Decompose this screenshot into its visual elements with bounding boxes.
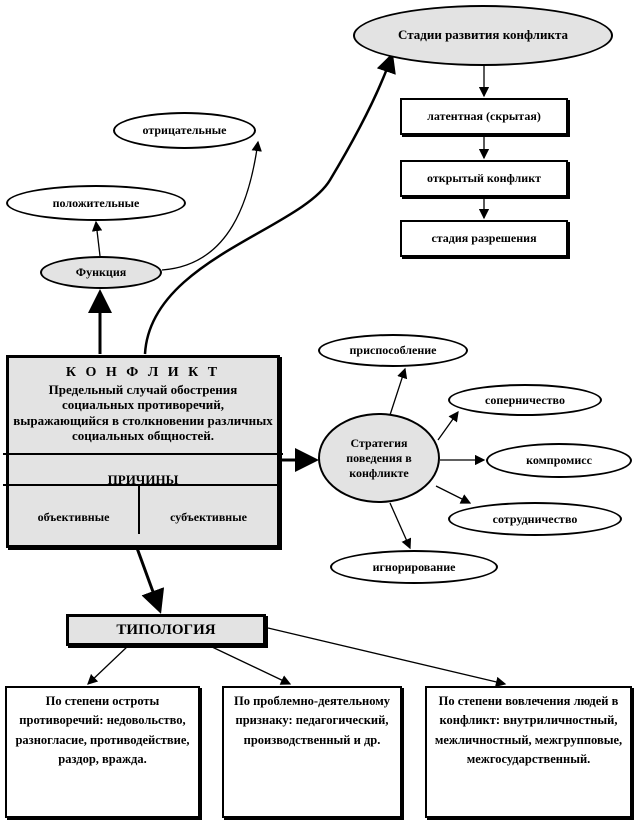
strategy-competition: соперничество: [448, 384, 602, 416]
stage-open: открытый конфликт: [400, 160, 568, 197]
divider: [138, 484, 140, 534]
function-node: Функция: [40, 256, 162, 289]
conflict-box: К О Н Ф Л И К Т Предельный случай обостр…: [3, 355, 283, 548]
conflict-title: К О Н Ф Л И К Т: [65, 365, 221, 380]
divider: [3, 453, 283, 455]
typology-activity: По проблемно-деятельному признаку: педаг…: [222, 686, 402, 818]
stage-resolution: стадия разрешения: [400, 220, 568, 257]
typology-acuteness: По степени остроты противоречий: недовол…: [5, 686, 200, 818]
strategy-accommodation: приспособление: [318, 334, 468, 367]
divider: [3, 484, 277, 486]
typology-title: ТИПОЛОГИЯ: [66, 614, 266, 646]
cause-objective: объективные: [37, 510, 110, 524]
typology-involvement: По степени вовлечения людей в конфликт: …: [425, 686, 632, 818]
strategy-avoidance: игнорирование: [330, 550, 498, 584]
stage-latent: латентная (скрытая): [400, 98, 568, 135]
strategy-compromise: компромисс: [486, 443, 632, 478]
strategy-cooperation: сотрудничество: [448, 502, 622, 536]
stages-title-node: Стадии развития конфликта: [353, 5, 613, 66]
causes-title: ПРИЧИНЫ: [107, 472, 179, 487]
conflict-definition: Предельный случай обострения социальных …: [13, 381, 273, 444]
function-positive: положительные: [6, 185, 186, 221]
function-negative: отрицательные: [113, 112, 256, 149]
cause-subjective: субъективные: [170, 510, 247, 524]
strategy-node: Стратегия поведения в конфликте: [318, 413, 440, 503]
